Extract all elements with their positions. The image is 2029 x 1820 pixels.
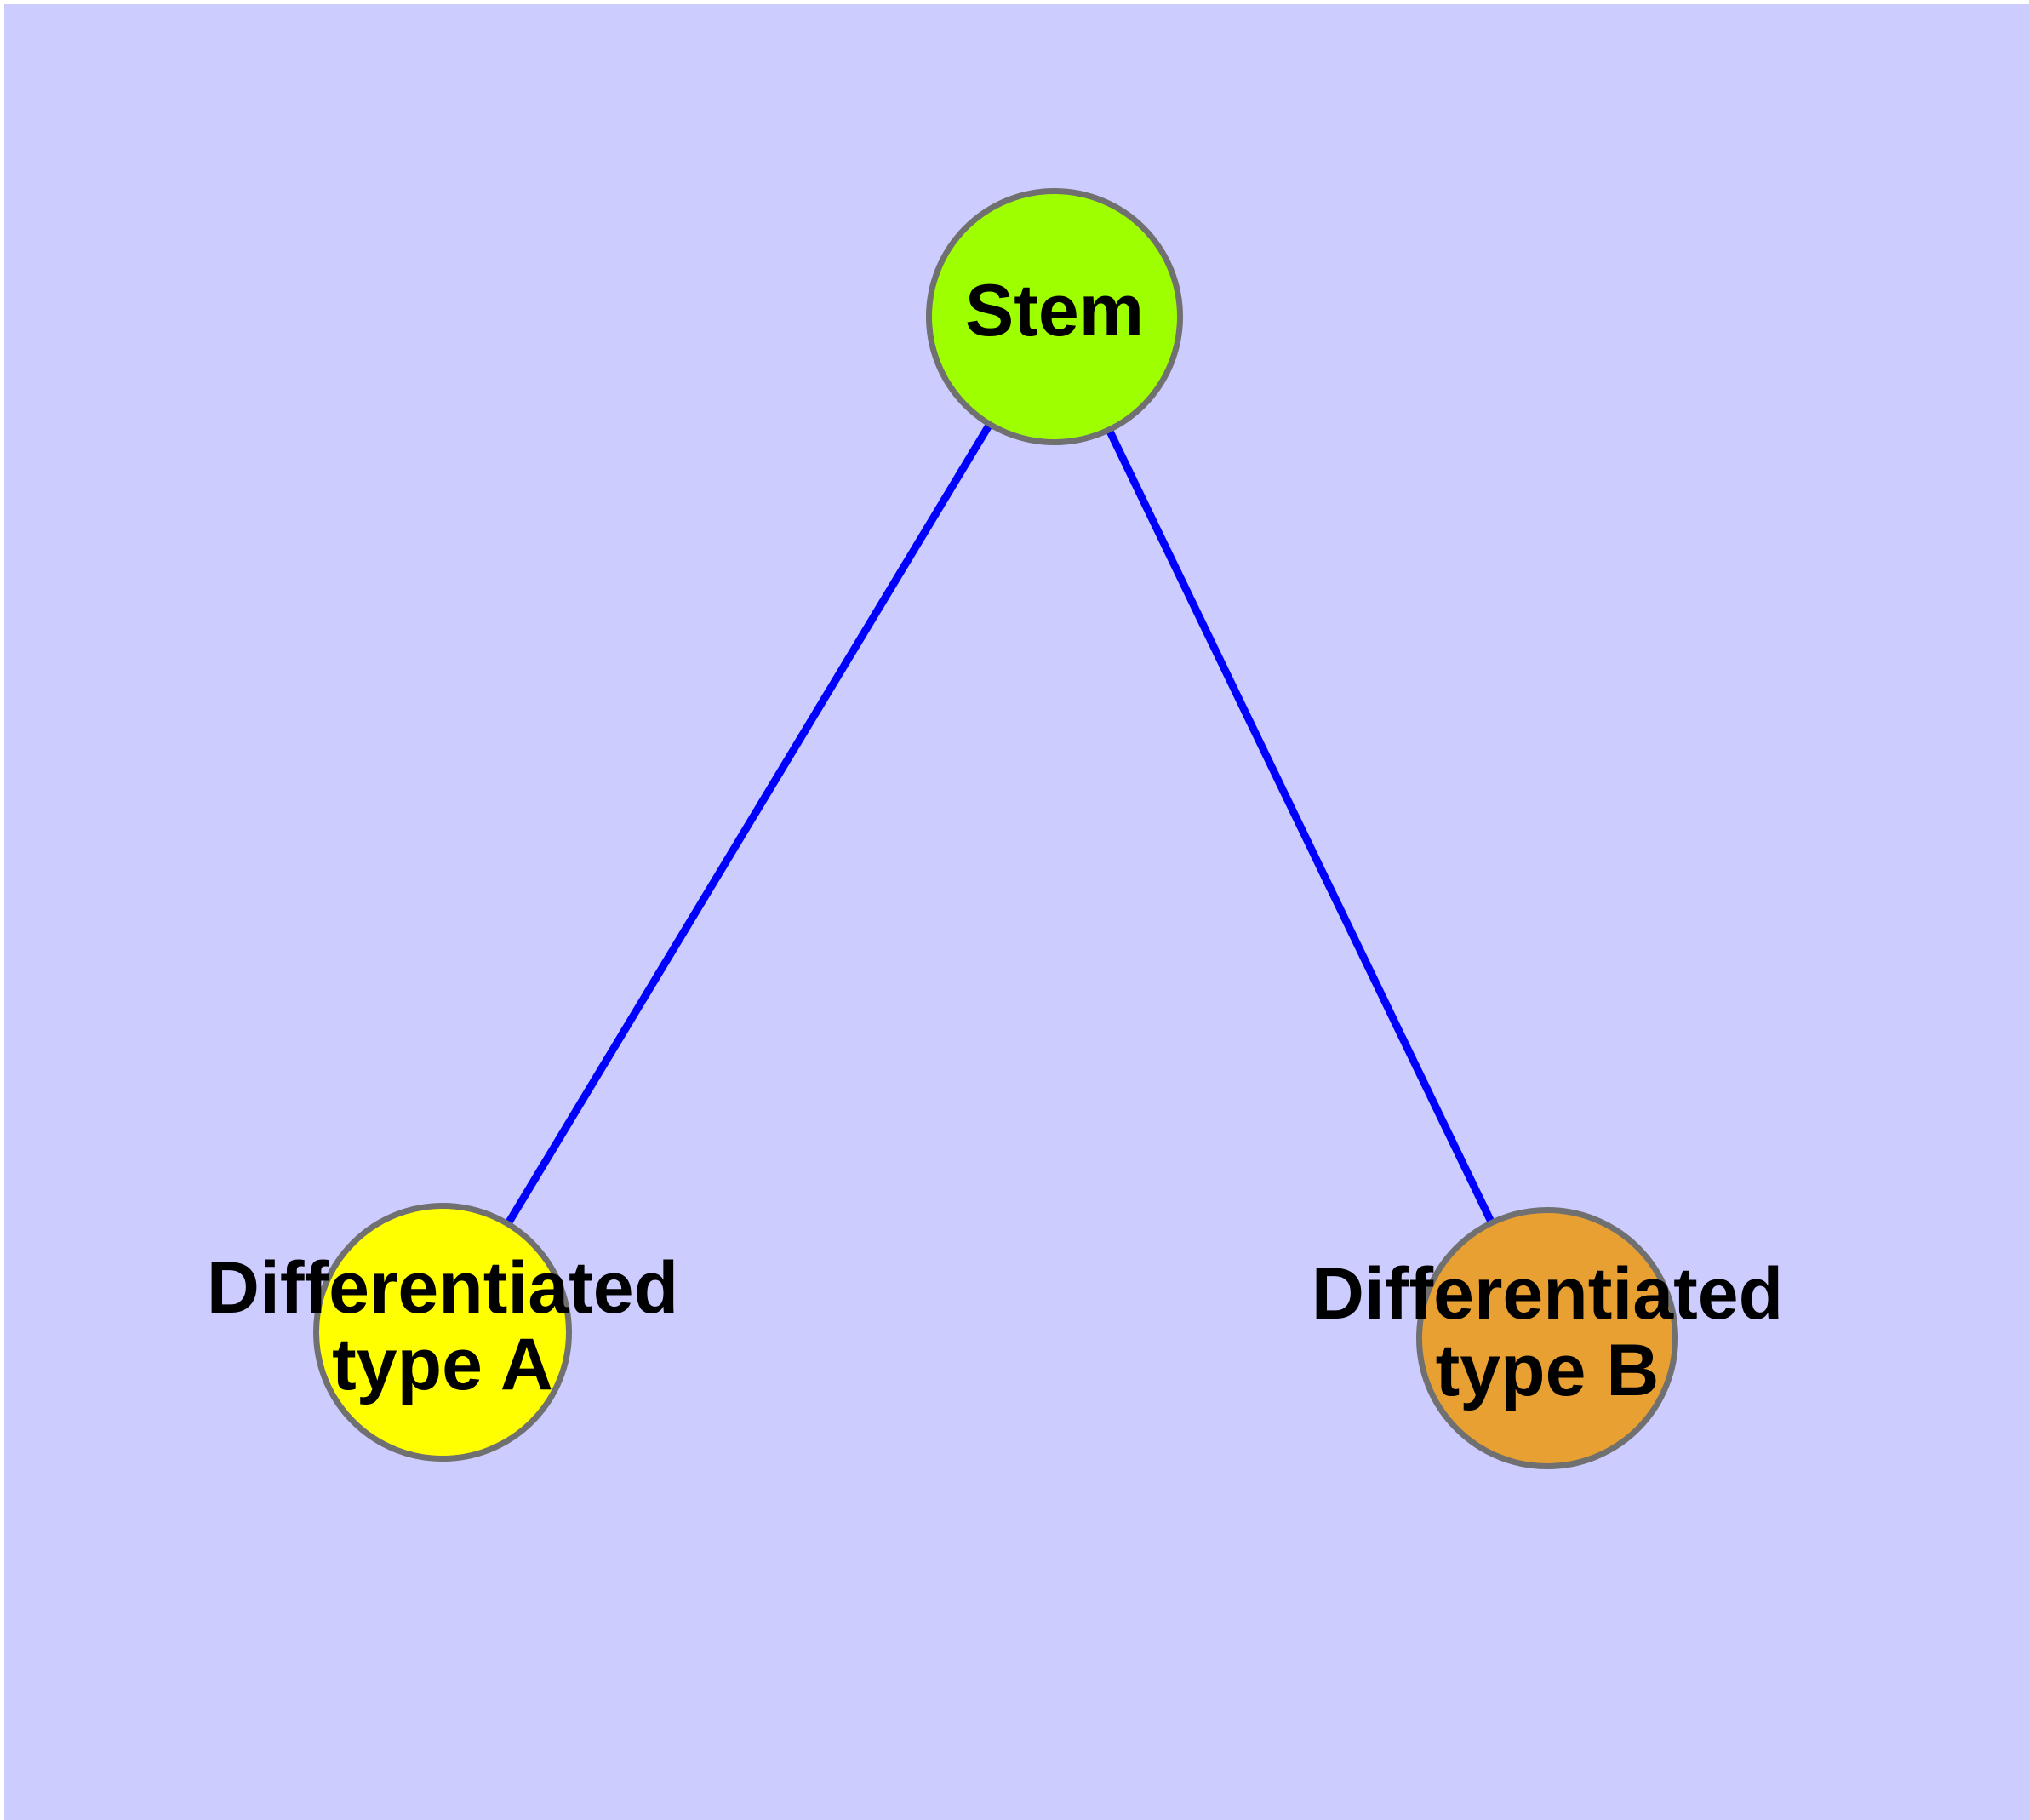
node-circle-diff_b[interactable] <box>1416 1207 1678 1469</box>
edge-layer <box>439 314 1552 1340</box>
edge-stem-diff-a[interactable] <box>439 314 1058 1335</box>
node-layer <box>313 188 1678 1469</box>
node-circle-stem[interactable] <box>926 188 1183 445</box>
node-circle-diff_a[interactable] <box>313 1203 572 1462</box>
edge-stem-diff-b[interactable] <box>1050 315 1552 1340</box>
